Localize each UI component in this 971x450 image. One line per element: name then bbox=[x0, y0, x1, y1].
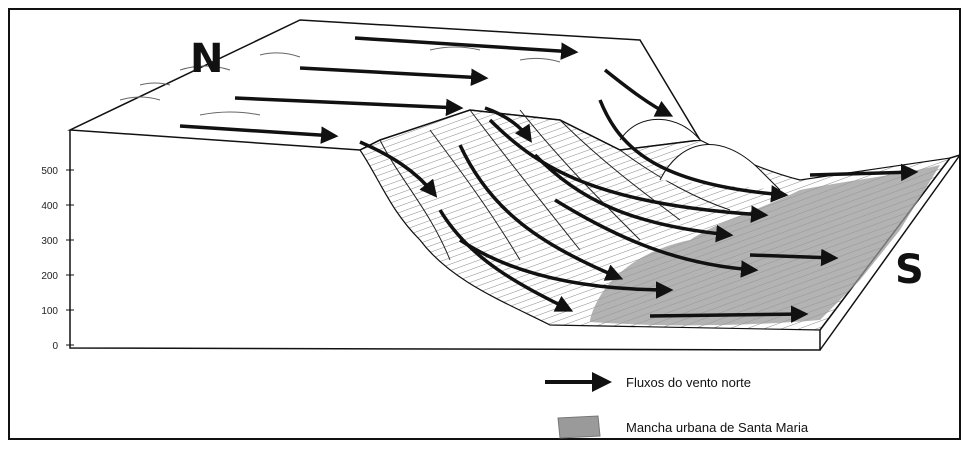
legend: Fluxos do vento norte Mancha urbana de S… bbox=[545, 375, 809, 438]
axis-tick-label: 500 bbox=[41, 166, 58, 177]
axis-tick-label: 300 bbox=[41, 236, 58, 247]
axis-tick-label: 100 bbox=[41, 306, 58, 317]
wind-arrow bbox=[650, 314, 805, 316]
legend-label-urban: Mancha urbana de Santa Maria bbox=[626, 420, 809, 435]
legend-label-wind: Fluxos do vento norte bbox=[626, 375, 751, 390]
axis-tick-label: 200 bbox=[41, 271, 58, 282]
north-label: N bbox=[190, 36, 223, 82]
legend-urban-symbol bbox=[558, 416, 600, 438]
south-label: S bbox=[895, 247, 924, 293]
axis-tick-label: 0 bbox=[52, 341, 58, 352]
axis-tick-label: 400 bbox=[41, 201, 58, 212]
elevation-axis: 0 100 200 300 400 500 bbox=[41, 166, 74, 352]
